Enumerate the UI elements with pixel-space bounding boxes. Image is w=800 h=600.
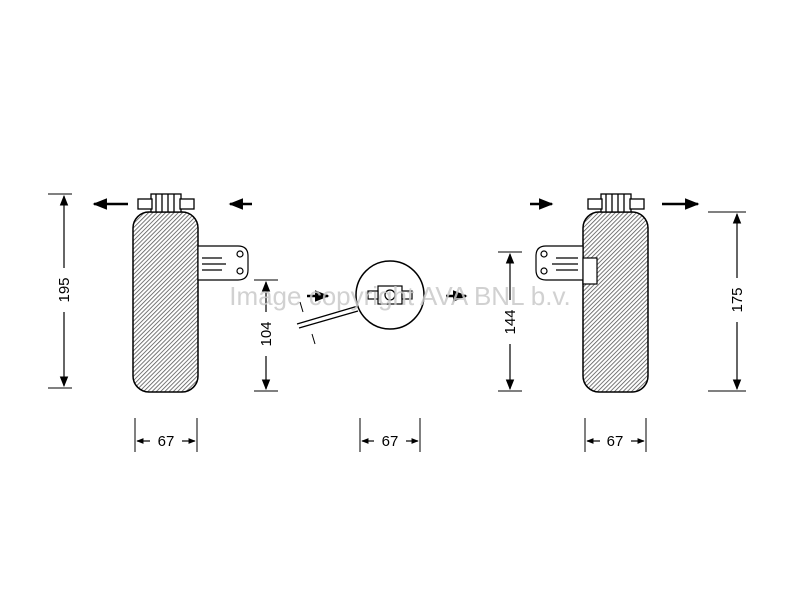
- left-dryer-body: [132, 211, 199, 393]
- left-dryer-bracket: [197, 245, 249, 281]
- dimension-right-inner-height: 144: [498, 251, 522, 392]
- dimension-right-width: 67: [584, 418, 647, 452]
- right-dryer-bracket: [535, 245, 598, 285]
- dimension-left-height: 195: [48, 193, 74, 389]
- right-inner-height-label: 144: [502, 309, 519, 334]
- right-dryer-body: [582, 211, 649, 393]
- middle-height-label: 104: [258, 321, 275, 346]
- middle-top-view: [296, 260, 468, 345]
- right-dryer-fitting: [587, 193, 645, 213]
- left-dryer-fitting: [137, 193, 195, 213]
- watermark-text: Image copyright AVA BNL b.v.: [229, 281, 571, 311]
- dimension-left-width: 67: [134, 418, 198, 452]
- right-width-label: 67: [607, 433, 624, 450]
- dimension-right-height: 175: [708, 211, 747, 392]
- middle-bracket-arm: [296, 305, 359, 325]
- dimension-middle-height: 104: [254, 279, 278, 392]
- right-height-label: 175: [729, 287, 746, 312]
- middle-width-label: 67: [382, 433, 399, 450]
- dimension-middle-width: 67: [359, 418, 421, 452]
- left-dryer: [92, 193, 252, 393]
- left-height-label: 195: [56, 277, 73, 302]
- middle-fitting: [367, 285, 413, 305]
- right-dryer: [530, 193, 700, 393]
- middle-top-circle: [355, 260, 425, 330]
- left-width-label: 67: [158, 433, 175, 450]
